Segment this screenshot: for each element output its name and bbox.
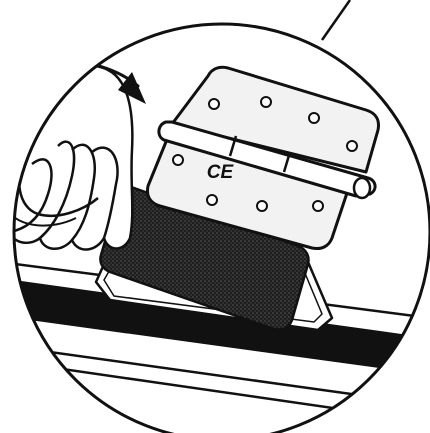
ce-mark: CE [207, 162, 235, 183]
screw-hole [173, 155, 183, 165]
screw-hole [313, 201, 323, 211]
screw-hole [257, 201, 267, 211]
screw-hole [209, 99, 219, 109]
leader-line [322, 0, 350, 40]
screw-hole [347, 141, 357, 151]
screw-hole [207, 195, 217, 205]
screw-hole [309, 113, 319, 123]
screw-hole [261, 97, 271, 107]
